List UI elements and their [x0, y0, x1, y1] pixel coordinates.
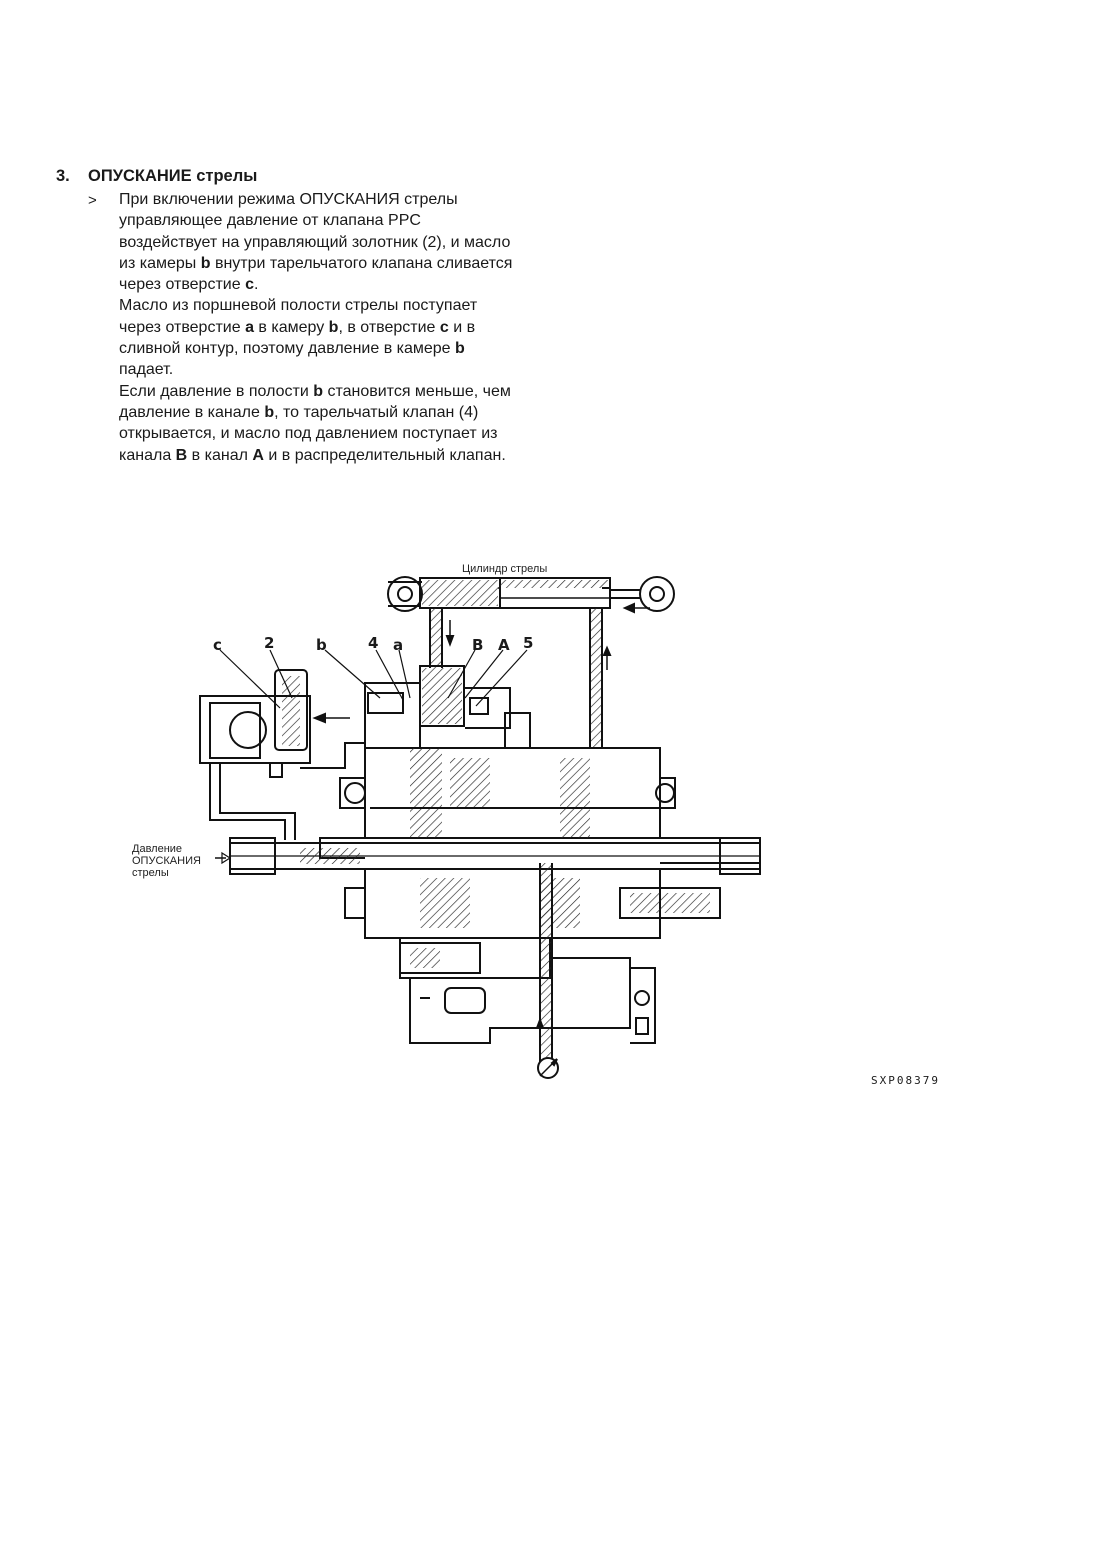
text-run: внутри тарельчатого клапана сливается че… — [119, 254, 513, 294]
bullet-marker: > — [88, 192, 97, 209]
text-run: , в отверстие — [338, 318, 440, 336]
drain-line — [535, 863, 559, 1079]
bold-term: b — [200, 254, 211, 272]
bold-term: b — [328, 318, 339, 336]
cylinder-label: Цилиндр стрелы — [462, 563, 548, 575]
callout-B: B — [472, 636, 484, 654]
pilot-pressure-line — [209, 763, 296, 865]
figure-code: SXP08379 — [871, 1074, 940, 1087]
paragraph: При включении режима ОПУСКАНИЯ стрелы уп… — [119, 189, 517, 295]
text-run: . — [253, 276, 259, 294]
bold-term: a — [245, 318, 254, 336]
body-text: При включении режима ОПУСКАНИЯ стрелы уп… — [119, 189, 517, 466]
bold-term: A — [252, 446, 264, 464]
bold-term: B — [175, 446, 188, 464]
bold-term: b — [264, 403, 275, 421]
text-run: Если давление в полости — [119, 382, 314, 400]
callout-c: c — [213, 636, 222, 654]
piston-line — [429, 608, 455, 668]
paragraph: Если давление в полости b становится мен… — [119, 381, 517, 466]
text-run: и в сливной контур, поэтому давление в к… — [119, 318, 476, 358]
callout-a: a — [393, 636, 404, 654]
bold-term: b — [455, 340, 465, 358]
text-run: становится меньше, чем давление в канале — [119, 382, 511, 421]
section-number: 3. — [56, 167, 70, 185]
bold-term: c — [439, 318, 449, 336]
valve-body — [229, 665, 761, 1044]
diagram-drawing — [199, 576, 761, 1079]
text-run: , то тарельчатый клапан (4) открывается,… — [119, 403, 498, 464]
callout-2: 2 — [264, 634, 275, 652]
callout-A: A — [498, 636, 510, 654]
pressure-label-line2: ОПУСКАНИЯ — [132, 855, 201, 867]
boom-cylinder — [387, 576, 675, 612]
text-run: в канал — [187, 446, 253, 464]
callout-5: 5 — [523, 634, 534, 652]
pressure-label-line3: стрелы — [132, 867, 169, 879]
callout-leaders — [219, 649, 528, 709]
section-header: 3. ОПУСКАНИЕ стрелы — [56, 166, 526, 186]
rod-line — [530, 587, 650, 748]
section-title-text: ОПУСКАНИЕ стрелы — [88, 167, 258, 185]
pilot-spool-2 — [199, 669, 365, 778]
paragraph: Масло из поршневой полости стрелы поступ… — [119, 295, 517, 380]
text-run: падает. — [119, 361, 174, 379]
text-run: и в распределительный клапан. — [263, 446, 506, 464]
text-run: в камеру — [253, 318, 329, 336]
bold-term: b — [313, 382, 323, 400]
section-title: 3. ОПУСКАНИЕ стрелы — [56, 166, 526, 186]
callout-b: b — [316, 636, 327, 654]
bold-term: c — [245, 276, 254, 294]
text-run: Масло из поршневой полости стрелы поступ… — [119, 297, 478, 336]
callout-4: 4 — [368, 634, 379, 652]
hydraulic-diagram: Цилиндр стрелы Давление ОПУСКАНИЯ стрелы… — [120, 558, 950, 1098]
text-run: При включении режима ОПУСКАНИЯ стрелы уп… — [119, 191, 511, 272]
pressure-label-line1: Давление — [132, 843, 183, 855]
